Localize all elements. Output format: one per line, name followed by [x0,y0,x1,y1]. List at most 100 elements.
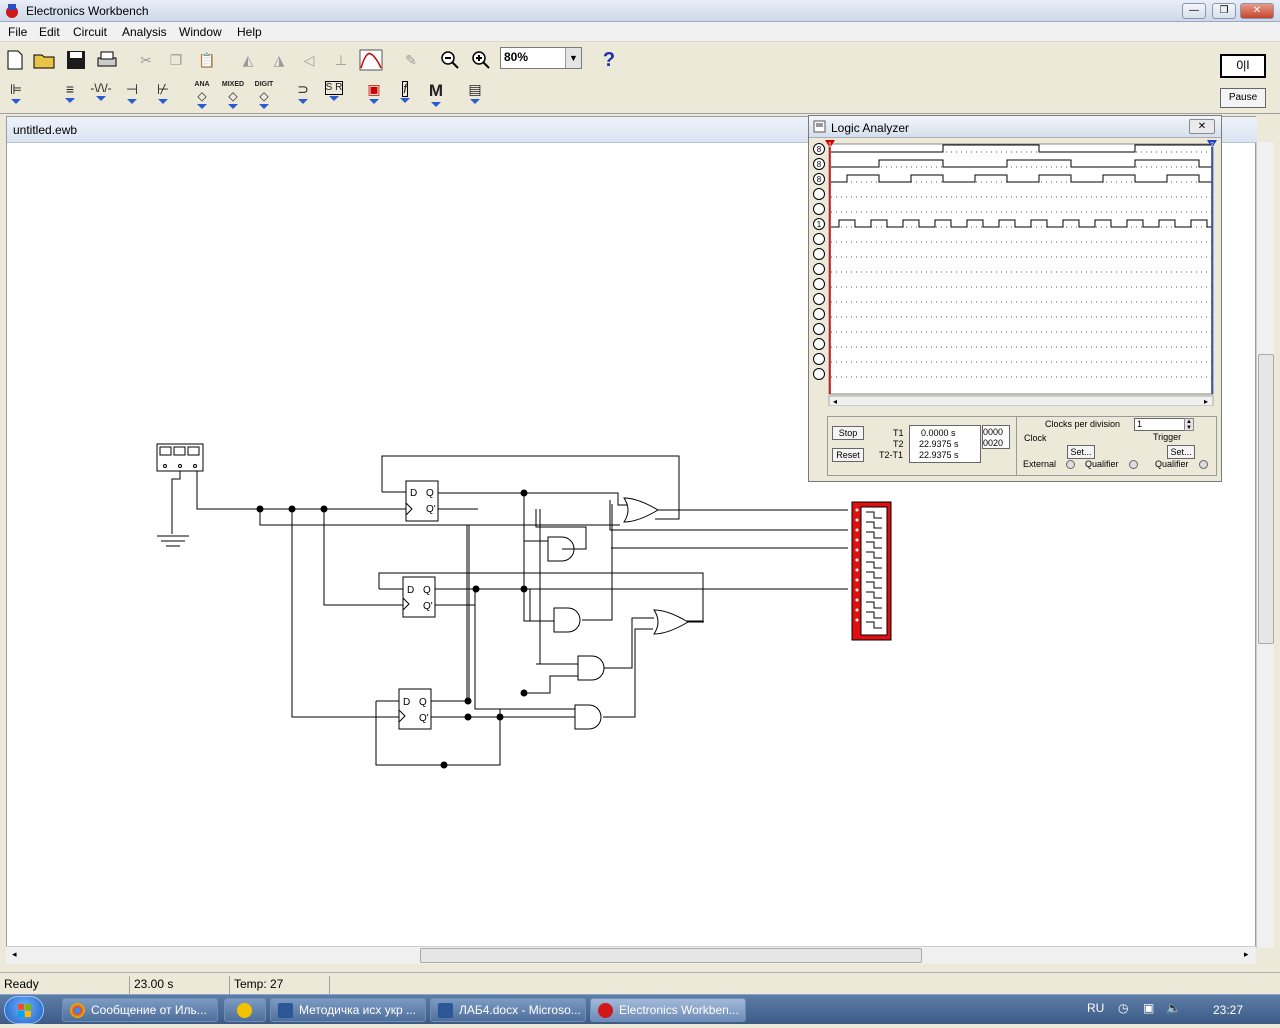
probe-terminal[interactable] [813,158,825,170]
cursor2-label[interactable]: 2 [1210,142,1214,149]
taskbar-item-app[interactable] [224,998,266,1022]
trigger-set-button[interactable]: Set... [1167,445,1195,459]
zoom-in-icon[interactable] [468,47,494,73]
probe-terminal[interactable] [813,293,825,305]
spinner-icon[interactable]: ▲▼ [1184,418,1194,431]
paste-icon[interactable]: 📋 [198,51,216,68]
analysis-graphs-icon[interactable] [358,47,384,73]
language-indicator[interactable]: RU [1087,1001,1105,1015]
system-clock[interactable]: 23:27 [1213,1003,1244,1017]
power-label: 0|I [1236,58,1250,72]
minimize-button[interactable]: — [1182,3,1206,19]
miscellaneous-bin-icon[interactable]: M [422,81,450,111]
network-icon[interactable]: ▣ [1143,1001,1155,1015]
svg-text:D: D [407,585,414,596]
logic-gates-bin-icon[interactable]: ⊃ [289,81,317,111]
probe-terminal[interactable] [813,263,825,275]
clock-set-button[interactable]: Set... [1067,445,1095,459]
volume-icon[interactable]: 🔈 [1166,1001,1181,1015]
menu-window[interactable]: Window [179,25,222,39]
probe-terminal[interactable] [813,233,825,245]
probe-terminal[interactable] [813,323,825,335]
favorites-bin-icon[interactable]: ⊫ [2,81,30,111]
probe-terminal[interactable] [813,143,825,155]
taskbar-item-label: Сообщение от Иль... [91,1003,207,1017]
maximize-button[interactable]: ❐ [1212,3,1236,19]
new-file-icon[interactable] [2,47,28,73]
probe-terminal[interactable] [813,278,825,290]
probe-terminal[interactable] [813,308,825,320]
clock-qualifier-radio[interactable] [1129,460,1138,469]
basic-bin-icon[interactable]: -\/\/- [87,81,115,111]
cursor1-label[interactable]: 1 [828,142,832,149]
analog-ics-bin-icon[interactable]: ANA◇ [188,81,216,111]
trace-signal [831,144,1212,153]
instruments-bin-icon[interactable]: ▤ [461,81,489,111]
save-disk-icon[interactable] [63,47,89,73]
diodes-bin-icon[interactable]: ⊣ [118,81,146,111]
cut-icon[interactable]: ✂ [140,51,152,68]
analyzer-stop-button[interactable]: Stop [832,426,864,440]
probe-terminal[interactable] [813,203,825,215]
clocks-per-division-input[interactable]: 1 [1134,418,1194,431]
clock-history-icon[interactable]: ◷ [1118,1001,1129,1015]
probe-terminal[interactable] [813,173,825,185]
horizontal-scroll-thumb[interactable] [420,948,922,963]
menu-help[interactable]: Help [237,25,262,39]
taskbar-item-chrome[interactable]: Сообщение от Иль... [62,998,218,1022]
power-switch[interactable]: 0|I [1220,54,1266,78]
svg-text:Q': Q' [423,601,433,612]
start-button[interactable] [4,996,44,1024]
chevron-down-icon[interactable]: ▼ [565,48,581,68]
trigger-qualifier-radio[interactable] [1199,460,1208,469]
rotate-icon[interactable]: ◭ [242,51,254,68]
taskbar-item-word-1[interactable]: Методичка исх укр ... [270,998,426,1022]
probe-terminal[interactable] [813,188,825,200]
external-radio[interactable] [1066,460,1075,469]
subcircuit-icon[interactable]: ✎ [405,51,417,68]
component-properties-icon[interactable]: ⊥ [334,51,348,68]
probe-terminal[interactable] [813,218,825,230]
mixed-ics-bin-icon[interactable]: MIXED◇ [219,81,247,111]
indicators-bin-icon[interactable]: ▣ [360,81,388,111]
sources-bin-icon[interactable]: ≡ [56,81,84,111]
scroll-left-icon[interactable]: ◂ [12,949,17,959]
flip-vertical-icon[interactable]: ◁ [303,51,315,68]
digital-bin-icon[interactable]: S R [320,81,348,111]
probe-label: 8 [817,160,822,169]
close-button[interactable]: ✕ [1240,3,1274,19]
menu-file[interactable]: File [8,25,28,39]
analyzer-reset-button[interactable]: Reset [832,448,864,462]
probe-terminal[interactable] [813,338,825,350]
analyzer-close-button[interactable]: ✕ [1189,119,1215,134]
pause-button[interactable]: Pause [1220,88,1266,108]
probe-terminal[interactable] [813,248,825,260]
menu-analysis[interactable]: Analysis [122,25,167,39]
probe-terminal[interactable] [813,353,825,365]
analyzer-window-icon [813,120,826,133]
zoom-select[interactable]: 80% ▼ [500,47,582,69]
transistors-bin-icon[interactable]: ⊬ [149,81,177,111]
taskbar-item-label: Electronics Workben... [619,1003,739,1017]
horizontal-scrollbar[interactable]: ◂ ▸ [6,946,1256,964]
taskbar-item-ewb[interactable]: Electronics Workben... [590,998,746,1022]
vertical-scrollbar[interactable] [1256,142,1274,948]
vertical-scroll-thumb[interactable] [1258,354,1274,644]
print-icon[interactable] [94,47,120,73]
digital-ics-bin-icon[interactable]: DIGIT◇ [250,81,278,111]
help-button[interactable]: ? [602,48,616,71]
taskbar-item-word-2[interactable]: ЛАБ4.docx - Microso... [430,998,586,1022]
scroll-right-icon[interactable]: ▸ [1244,949,1249,959]
controls-bin-icon[interactable]: f [391,81,419,111]
probe-terminal[interactable] [813,368,825,380]
copy-icon[interactable]: ❐ [169,51,183,68]
app-icon [237,1003,252,1018]
menu-circuit[interactable]: Circuit [73,25,108,39]
open-folder-icon[interactable] [32,47,58,73]
flip-horizontal-icon[interactable]: ◮ [273,51,285,68]
zoom-out-icon[interactable] [437,47,463,73]
menu-edit[interactable]: Edit [39,25,60,39]
